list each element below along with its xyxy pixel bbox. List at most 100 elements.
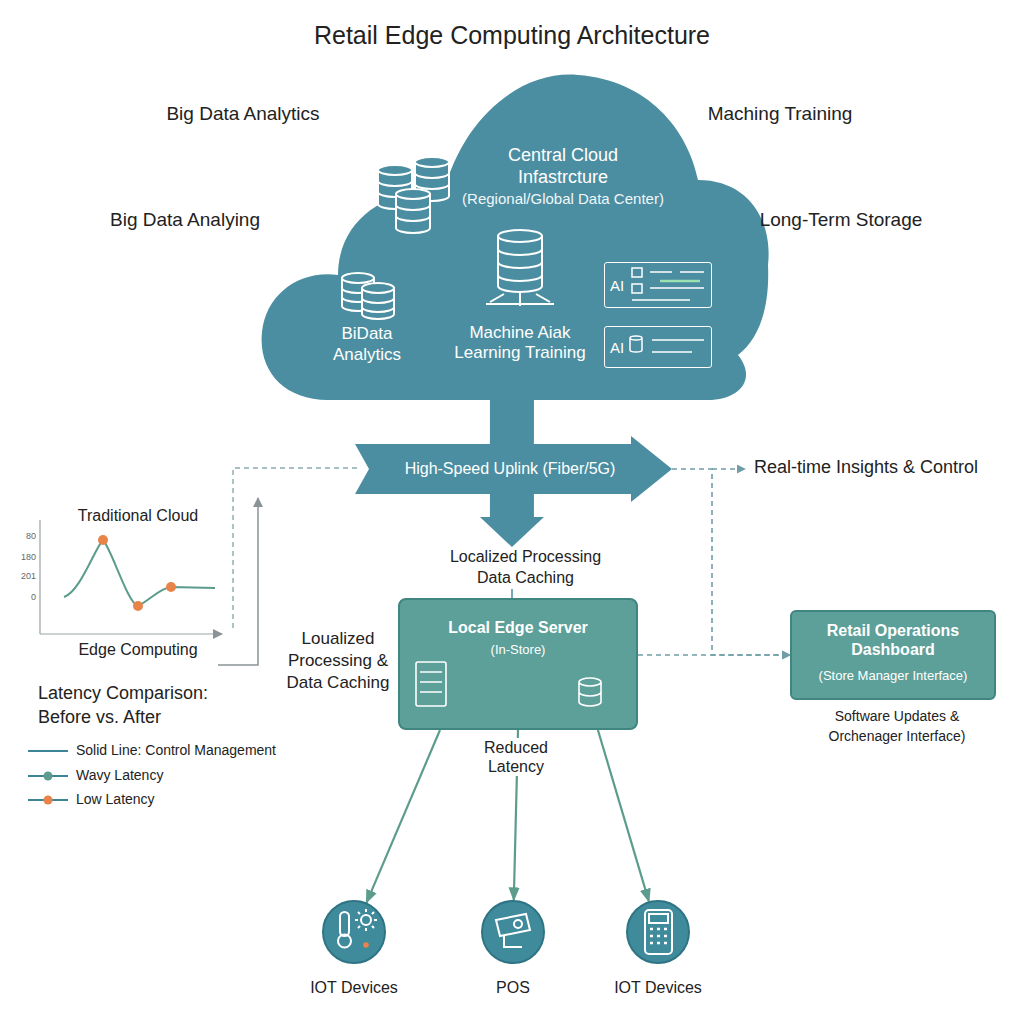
ml-server-icon xyxy=(486,230,554,306)
database-symbol xyxy=(579,678,601,706)
panel-square xyxy=(632,268,642,277)
dashed-connector xyxy=(638,654,790,656)
cylinder-top xyxy=(342,273,374,283)
data-point xyxy=(98,535,108,545)
data-point xyxy=(166,582,176,592)
label-text: Long-Term Storage xyxy=(716,209,966,232)
cylinder-top xyxy=(378,165,412,175)
ai-panel: AI xyxy=(604,262,712,308)
label-text: Reduced Latency xyxy=(456,738,576,776)
camera-icon xyxy=(496,914,530,947)
network-legs xyxy=(486,292,554,306)
node-text: Central Cloud Infastrcture xyxy=(483,145,643,189)
cylinder-top xyxy=(415,157,449,167)
legend-line xyxy=(28,750,68,752)
legend-sample xyxy=(26,768,70,784)
edge-server-icons xyxy=(416,662,601,706)
calculator-icon xyxy=(645,910,672,954)
label-text: 201 xyxy=(8,571,36,582)
connector xyxy=(598,730,649,901)
node-text: Local Edge Server xyxy=(400,618,636,637)
diagram-title: Retail Edge Computing Architecture xyxy=(0,20,1024,50)
dashed-leader xyxy=(712,468,745,470)
label-text: Software Updates & Orchenager Interface) xyxy=(817,707,977,746)
thermometer-icon xyxy=(338,909,377,948)
chart-y-axis xyxy=(39,520,40,634)
device-link xyxy=(598,730,649,901)
calculator-body xyxy=(645,910,672,954)
cylinder-body xyxy=(342,278,374,311)
panel-square xyxy=(632,284,642,293)
edge-server-box: Local Edge Server (In-Store) xyxy=(398,598,638,730)
cylinder-band xyxy=(396,205,430,221)
legend-sample xyxy=(26,743,70,759)
label-text: 0 xyxy=(8,592,36,603)
thermometer-bulb xyxy=(338,935,351,948)
connector xyxy=(672,469,790,655)
label-text: Loualized Processing & Data Caching xyxy=(273,628,403,694)
leader-arrow xyxy=(218,498,258,665)
latency-curve xyxy=(64,540,215,606)
uplink-arrow: High-Speed Uplink (Fiber/5G) xyxy=(355,436,672,502)
calculator-keys xyxy=(650,929,667,943)
sun-rays xyxy=(355,909,377,931)
cylinder-top xyxy=(396,189,430,199)
dashboard-box: Retail Operations Dashboard (Store Manage… xyxy=(790,610,996,700)
cylinder-band xyxy=(378,181,412,197)
data-point xyxy=(133,601,143,611)
cylinder-top xyxy=(498,230,542,242)
legend-dot xyxy=(44,771,53,780)
cylinder-band xyxy=(342,288,374,302)
camera-lens xyxy=(514,920,522,928)
legend-dot xyxy=(44,796,53,805)
cylinder-top xyxy=(362,283,394,293)
cloud-outline xyxy=(262,75,769,400)
camera-mount xyxy=(504,935,522,947)
label-text: Machine Aiak Learning Training xyxy=(450,323,590,364)
panel-text-line xyxy=(652,340,704,352)
cylinder-body xyxy=(362,288,394,319)
node-text: (Regional/Global Data Center) xyxy=(443,190,683,208)
node-text: Retail Operations Dashboard xyxy=(800,621,986,659)
chart-x-axis xyxy=(40,633,222,634)
ai-panel: AI xyxy=(604,326,712,368)
sun-core xyxy=(361,915,371,925)
arrow-head xyxy=(480,517,544,547)
label-text: BiData Analytics xyxy=(307,323,427,366)
cylinder-body xyxy=(378,170,412,209)
node-text: IOT Devices xyxy=(282,978,426,997)
device-link xyxy=(367,730,440,903)
label-text: Localized Processing Data Caching xyxy=(438,547,613,589)
label-text: 80 xyxy=(8,531,36,542)
cylinder-body xyxy=(415,162,449,201)
cylinder-band xyxy=(498,249,542,281)
uplink-band xyxy=(355,436,672,502)
node-text: High-Speed Uplink (Fiber/5G) xyxy=(375,459,645,478)
cylinder-band xyxy=(415,173,449,189)
legend-text: Wavy Latency xyxy=(76,767,336,784)
label-text: Real-time Insights & Control xyxy=(754,457,1016,479)
device-circle: IOT Devices xyxy=(322,900,386,964)
node-text: AI xyxy=(610,277,634,295)
connector xyxy=(367,730,440,903)
dashed-connector xyxy=(672,469,790,655)
server-rack xyxy=(416,662,446,706)
panel-cylinder xyxy=(630,336,642,352)
cylinder-body xyxy=(498,236,542,292)
connector xyxy=(638,655,790,656)
calculator-screen xyxy=(649,914,668,923)
device-circle: IOT Devices xyxy=(626,900,690,964)
label-text: Big Data Analying xyxy=(60,209,310,232)
status-dot xyxy=(363,942,369,948)
label-text: 180 xyxy=(8,552,36,563)
node-text: (Store Manager Interface) xyxy=(792,668,994,684)
legend-text: Solid Line: Control Management xyxy=(76,742,336,759)
thick-shaft xyxy=(490,490,534,521)
node-text: (In-Store) xyxy=(400,642,636,658)
label-text: Big Data Analytics xyxy=(118,103,368,126)
panel-lines xyxy=(630,268,704,352)
device-circle: POS xyxy=(481,900,545,964)
database-icon xyxy=(342,273,394,319)
label-text: Traditional Cloud xyxy=(58,506,218,525)
label-text: Latency Comparison: Before vs. After xyxy=(38,681,238,730)
